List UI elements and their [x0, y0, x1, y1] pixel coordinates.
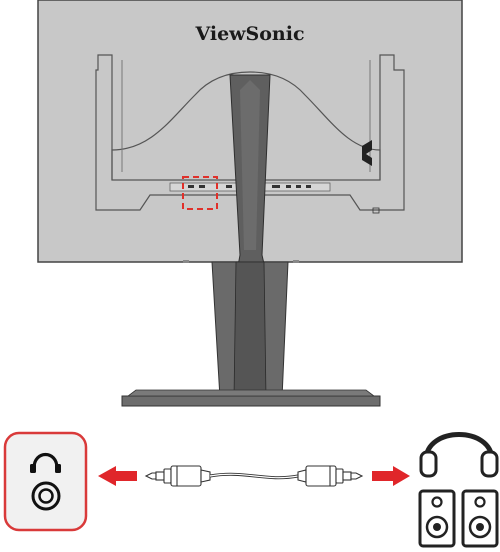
- audio-port-highlight: [182, 176, 218, 210]
- speakers-icon: [418, 489, 499, 548]
- rear-hump: [111, 71, 381, 180]
- arrow-left-icon: [98, 466, 137, 486]
- monitor-stand: [121, 74, 381, 407]
- brand-logo-text: ViewSonic: [194, 23, 304, 45]
- inner-cover-line: [121, 60, 371, 172]
- stand-neck-highlight: [240, 80, 260, 250]
- jack-frame: [3, 431, 88, 532]
- speaker-right: [461, 489, 499, 548]
- port-icons: [188, 185, 311, 188]
- stand-base: [121, 395, 381, 407]
- stand-column: [233, 261, 267, 399]
- rear-cover-outline: [95, 54, 405, 211]
- headphones-icon: [419, 432, 499, 478]
- stand-base-bevel: [126, 389, 376, 397]
- kensington-lock-icon: [372, 207, 380, 214]
- panel-feet: [183, 260, 299, 263]
- arrow-right-icon: [372, 466, 410, 486]
- headphone-jack-icon: [3, 431, 88, 532]
- audio-cable-icon: [144, 465, 364, 487]
- gaming-logo-icon: [362, 140, 372, 166]
- speaker-left: [418, 489, 456, 548]
